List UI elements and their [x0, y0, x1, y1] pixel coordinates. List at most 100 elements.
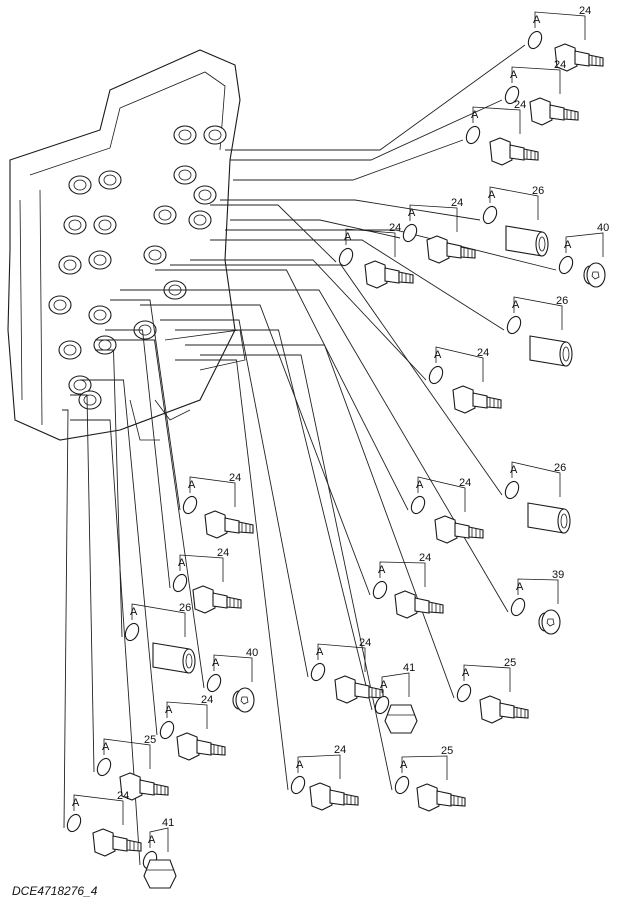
port-hole [58, 255, 82, 275]
leader-line [233, 139, 464, 181]
callout-24: A24 [310, 637, 384, 704]
callout-24: A24 [290, 744, 359, 811]
leader-line [155, 269, 409, 511]
leader-line [225, 229, 557, 271]
fitting-part [334, 675, 384, 704]
adapter-part [505, 225, 549, 257]
port-hole [153, 205, 177, 225]
o-ring [456, 683, 472, 703]
seal-label: A [400, 759, 408, 771]
part-number: 41 [162, 817, 174, 829]
o-ring [428, 365, 444, 385]
port-hole [143, 245, 167, 265]
part-number: 26 [532, 185, 544, 197]
fitting-part [479, 695, 529, 724]
leader-line [140, 304, 371, 596]
plug-part [232, 687, 255, 713]
callout-24: A24 [372, 552, 444, 619]
seal-label: A [512, 299, 520, 311]
port-hole [88, 305, 112, 325]
o-ring [310, 662, 326, 682]
o-ring [66, 813, 82, 833]
port-hole [93, 215, 117, 235]
callout-40: A 40 [206, 647, 258, 713]
callout-24: A24 [172, 547, 242, 614]
fitting-part [394, 590, 444, 619]
port-hole [58, 340, 82, 360]
callout-41: A 41 [142, 817, 177, 889]
port-hole [78, 390, 102, 410]
leader-line [105, 329, 171, 589]
fitting-part [204, 510, 254, 539]
o-ring [510, 597, 526, 617]
leader-line [210, 204, 337, 263]
part-number: 40 [597, 222, 609, 234]
leader-line [210, 239, 505, 331]
part-number: 25 [504, 657, 516, 669]
fitting-part [554, 43, 604, 72]
fitting-part [452, 385, 502, 414]
part-number: 41 [403, 662, 415, 674]
port-hole [68, 375, 92, 395]
part-number: 25 [144, 734, 156, 746]
part-number: 24 [451, 197, 463, 209]
callout-25: A25 [96, 734, 169, 801]
leader-line [230, 99, 503, 161]
o-ring [527, 30, 543, 50]
fitting-part [426, 235, 476, 264]
port-hole [93, 335, 117, 355]
callout-25: A 25 [456, 657, 529, 724]
leader-line [220, 199, 481, 221]
seal-label: A [510, 464, 518, 476]
o-ring [410, 495, 426, 515]
seal-label: A [416, 479, 424, 491]
o-ring [402, 223, 418, 243]
seal-label: A [510, 69, 518, 81]
o-ring [206, 673, 222, 693]
fitting-part [529, 97, 579, 126]
leader-lines [62, 44, 557, 866]
callout-24: A 24 [402, 197, 476, 264]
o-ring [338, 247, 354, 267]
port-hole [173, 125, 197, 145]
seal-label: A [178, 557, 186, 569]
o-ring [504, 480, 520, 500]
seal-label: A [344, 231, 352, 243]
diagram-code: DCE4718276_4 [12, 884, 98, 898]
o-ring [482, 205, 498, 225]
fitting-part [416, 783, 466, 812]
callout-24: A24 [527, 5, 604, 72]
callout-39: A39 [510, 569, 564, 635]
leader-line [175, 359, 289, 791]
leader-line [200, 354, 393, 791]
part-number: 40 [246, 647, 258, 659]
port-hole [68, 175, 92, 195]
leader-line [70, 419, 141, 866]
part-number: 25 [441, 745, 453, 757]
seal-label: A [408, 207, 416, 219]
o-ring [124, 622, 140, 642]
leader-line [95, 349, 123, 638]
seal-label: A [212, 657, 220, 669]
callout-24: A24 [504, 59, 579, 126]
seal-label: A [462, 667, 470, 679]
part-number: 26 [179, 602, 191, 614]
fitting-part [364, 260, 414, 289]
part-number: 24 [117, 790, 129, 802]
seal-label: A [148, 834, 156, 846]
seal-label: A [564, 239, 572, 251]
port-hole [63, 215, 87, 235]
port-hole [193, 185, 217, 205]
port-hole [173, 165, 197, 185]
plug-part [583, 262, 606, 288]
port-hole [203, 125, 227, 145]
o-ring [96, 757, 112, 777]
port-hole [48, 295, 72, 315]
cap-part [384, 704, 418, 734]
part-number: 24 [229, 472, 241, 484]
